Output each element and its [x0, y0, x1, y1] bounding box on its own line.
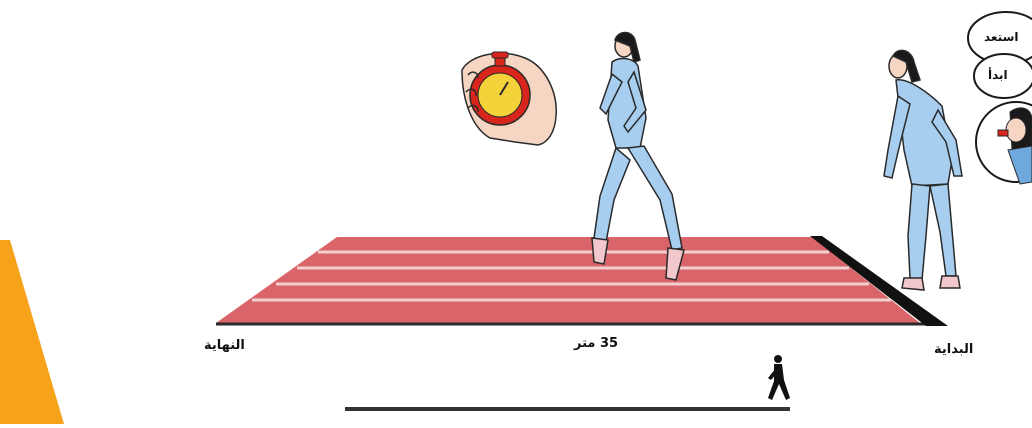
ready-command-text: استعد: [984, 30, 1019, 44]
running-track: [216, 236, 948, 326]
stopwatch-in-hand-icon: [462, 52, 556, 145]
go-command-text: ابدأ: [988, 68, 1008, 82]
finish-label: النهاية: [204, 338, 245, 353]
runner-silhouette-icon: [768, 355, 790, 400]
standing-starter-icon: [884, 50, 962, 290]
distance-label: 35 متر: [574, 336, 618, 351]
start-label: البداية: [934, 342, 973, 357]
orange-corner-accent: [0, 240, 64, 424]
